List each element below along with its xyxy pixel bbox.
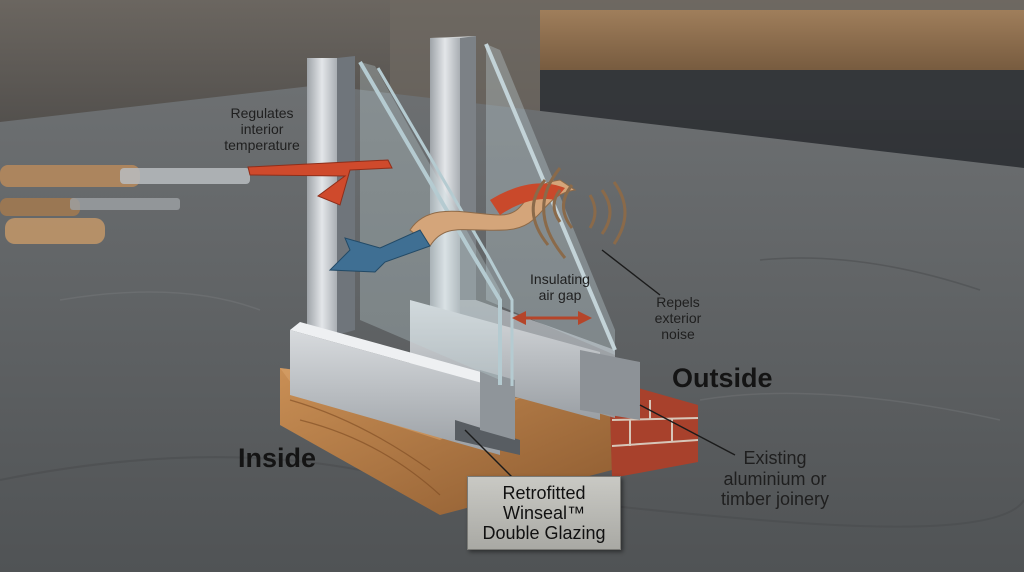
product-line-3: Double Glazing xyxy=(482,523,606,544)
repels-line-1: Repels xyxy=(656,294,700,310)
air-gap-label: Insulating air gap xyxy=(520,271,600,303)
product-line-2: Winseal™ xyxy=(502,502,586,523)
existing-joinery-label: Existing aluminium or timber joinery xyxy=(700,448,850,510)
air-gap-line-1: Insulating xyxy=(530,271,590,287)
repels-line-2: exterior xyxy=(654,310,702,327)
regulates-line-1: Regulates xyxy=(230,105,294,121)
product-label: Retrofitted Winseal™ Double Glazing xyxy=(467,476,621,550)
regulates-temperature-label: Regulates interior temperature xyxy=(212,105,312,153)
product-line-1: Retrofitted xyxy=(502,482,586,503)
existing-line-1: Existing xyxy=(743,448,807,468)
regulates-line-2: interior xyxy=(240,121,284,138)
repels-noise-label: Repels exterior noise xyxy=(638,294,718,342)
air-gap-line-2: air gap xyxy=(538,287,582,304)
regulates-line-3: temperature xyxy=(224,137,300,154)
repels-line-3: noise xyxy=(661,326,695,343)
outside-label: Outside xyxy=(672,363,773,393)
inside-label: Inside xyxy=(238,443,317,473)
existing-line-2: aluminium or xyxy=(723,468,827,489)
existing-line-3: timber joinery xyxy=(720,489,830,510)
